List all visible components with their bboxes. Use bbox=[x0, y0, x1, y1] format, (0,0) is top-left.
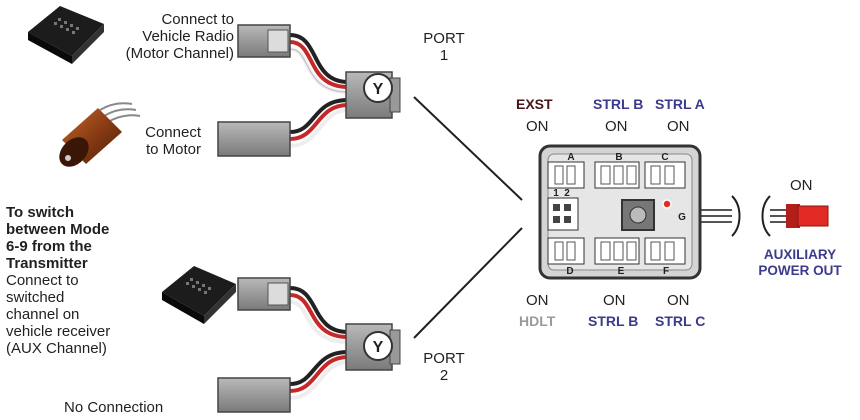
port-label-c: C bbox=[661, 152, 668, 163]
control-module bbox=[538, 144, 702, 280]
no-connection-label: No Connection bbox=[64, 399, 164, 416]
connect-radio-line-1: Connect to bbox=[161, 11, 234, 28]
g-label: G bbox=[678, 212, 686, 223]
port2-harness bbox=[217, 277, 401, 413]
channel-state-strl-a: ON bbox=[667, 118, 690, 135]
port1-harness bbox=[217, 24, 401, 157]
channel-state-strl-b-bottom: ON bbox=[603, 292, 626, 309]
mode-switch-instructions: To switch between Mode 6-9 from the Tran… bbox=[6, 204, 156, 357]
channel-name-strl-c: STRL C bbox=[655, 313, 706, 329]
port1-label: PORT 1 bbox=[414, 30, 474, 64]
switch-body-2: switched bbox=[6, 289, 65, 306]
channel-name-strl-b-top: STRL B bbox=[593, 96, 644, 112]
port2-label: PORT 2 bbox=[414, 350, 474, 384]
connect-radio-label: Connect to Vehicle Radio (Motor Channel) bbox=[110, 11, 234, 62]
connect-radio-line-2: Vehicle Radio bbox=[142, 28, 234, 45]
switch-heading-1: To switch bbox=[6, 204, 75, 221]
port-label-e: E bbox=[618, 266, 625, 277]
port2-number: 2 bbox=[439, 367, 449, 384]
port-label-d: D bbox=[566, 266, 573, 277]
channel-state-strl-b-top: ON bbox=[605, 118, 628, 135]
switch-heading-3: 6-9 from the bbox=[6, 238, 92, 255]
y-label: Y bbox=[373, 339, 384, 356]
switch-body-3: channel on bbox=[6, 306, 80, 323]
led-icon bbox=[662, 199, 672, 209]
aux-state: ON bbox=[790, 177, 813, 194]
switch-heading-2: between Mode bbox=[6, 221, 110, 238]
aux-cable bbox=[700, 195, 829, 237]
channel-name-hdlt: HDLT bbox=[519, 313, 556, 329]
port1-number: 1 bbox=[439, 47, 449, 64]
aux-power-line-2: POWER OUT bbox=[758, 263, 842, 278]
port-label-b: B bbox=[615, 152, 622, 163]
channel-name-strl-b-bottom: STRL B bbox=[588, 313, 639, 329]
channel-name-strl-a: STRL A bbox=[655, 96, 705, 112]
port2-line bbox=[413, 227, 523, 339]
connect-motor-label: Connect to Motor bbox=[120, 124, 201, 158]
y-label: Y bbox=[373, 81, 384, 98]
side-port-label-2: 2 bbox=[564, 188, 570, 199]
channel-name-exst: EXST bbox=[516, 96, 553, 112]
aux-power-line-1: AUXILIARY bbox=[763, 247, 837, 262]
y-connector-icon bbox=[363, 73, 393, 103]
connect-motor-line-2: to Motor bbox=[145, 141, 201, 158]
connect-motor-line-1: Connect bbox=[145, 124, 201, 141]
channel-state-exst: ON bbox=[526, 118, 549, 135]
side-port-label-1: 1 bbox=[553, 188, 559, 199]
channel-state-strl-c: ON bbox=[667, 292, 690, 309]
switch-body-5: (AUX Channel) bbox=[6, 340, 107, 357]
y-connector-icon bbox=[363, 331, 393, 361]
switch-heading-4: Transmitter bbox=[6, 255, 88, 272]
motor-icon bbox=[59, 102, 141, 167]
switch-body-1: Connect to bbox=[6, 272, 79, 289]
aux-power-label: AUXILIARY POWER OUT bbox=[744, 247, 856, 279]
vehicle-radio-icon bbox=[28, 6, 104, 64]
switch-body-4: vehicle receiver bbox=[6, 323, 111, 340]
channel-state-hdlt: ON bbox=[526, 292, 549, 309]
port-label-a: A bbox=[567, 152, 574, 163]
connect-radio-line-3: (Motor Channel) bbox=[125, 45, 234, 62]
aux-receiver-icon bbox=[162, 266, 236, 324]
port1-line bbox=[413, 96, 523, 201]
port-label-f: F bbox=[663, 266, 669, 277]
port2-text: PORT bbox=[423, 350, 465, 367]
port1-text: PORT bbox=[423, 30, 465, 47]
